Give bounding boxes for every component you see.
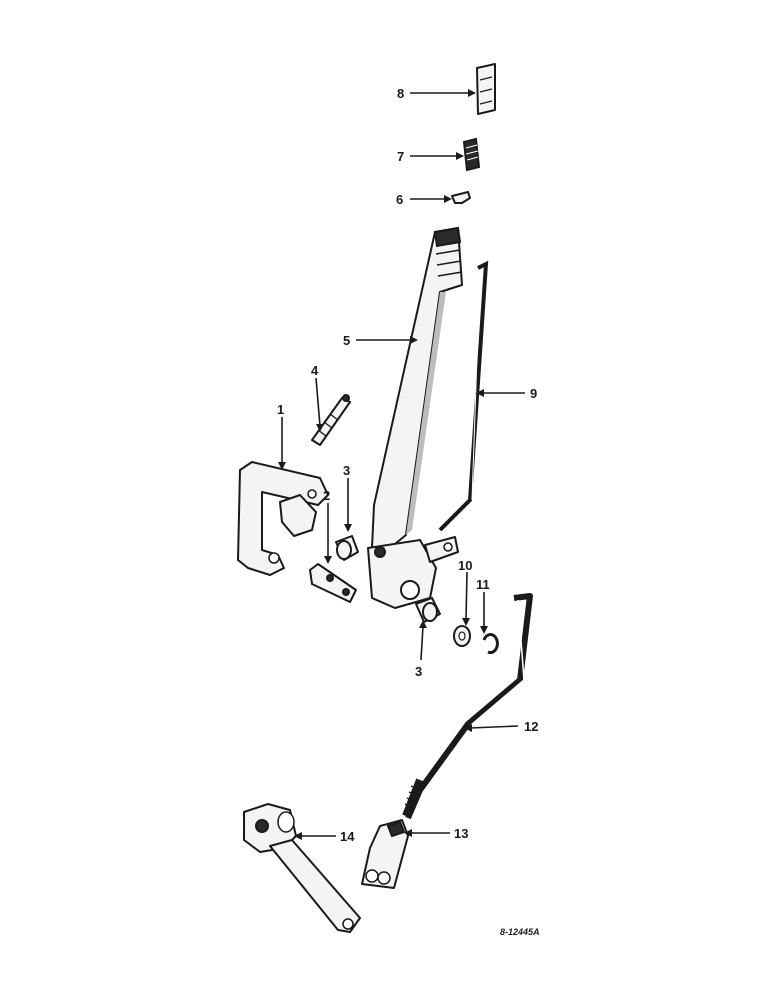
- label-10: 10: [458, 558, 472, 573]
- part-9-rod: [438, 260, 489, 532]
- label-3b: 3: [415, 664, 422, 679]
- callout-labels: 8 7 6 5 9 4 1 3 2 10 11 3 12 14 13 8-124…: [277, 86, 540, 937]
- leader-lines: [278, 89, 525, 840]
- part-10-washer: [453, 625, 471, 647]
- label-4: 4: [311, 363, 319, 378]
- drawing-code: 8-12445A: [500, 927, 540, 937]
- part-7-spring: [462, 137, 481, 172]
- label-5: 5: [343, 333, 350, 348]
- part-14-arm: [243, 803, 361, 933]
- label-3a: 3: [343, 463, 350, 478]
- label-2: 2: [323, 488, 330, 503]
- part-4-spring: [311, 394, 351, 446]
- part-1-bracket: [237, 461, 329, 576]
- label-12: 12: [524, 719, 538, 734]
- part-3-bushing-lower: [415, 597, 441, 623]
- label-6: 6: [396, 192, 403, 207]
- part-8-grip: [476, 63, 496, 115]
- part-3-bushing-upper: [335, 535, 359, 561]
- label-9: 9: [530, 386, 537, 401]
- label-14: 14: [340, 829, 355, 844]
- part-12-rod: [402, 593, 533, 820]
- label-11: 11: [476, 577, 490, 592]
- label-13: 13: [454, 826, 468, 841]
- part-6-clip: [451, 191, 471, 204]
- part-5-lever: [367, 226, 463, 609]
- label-7: 7: [397, 149, 404, 164]
- label-8: 8: [397, 86, 404, 101]
- part-11-snap-ring: [482, 633, 499, 655]
- label-1: 1: [277, 402, 284, 417]
- part-13-clevis: [361, 819, 409, 889]
- part-2-plate: [309, 563, 357, 603]
